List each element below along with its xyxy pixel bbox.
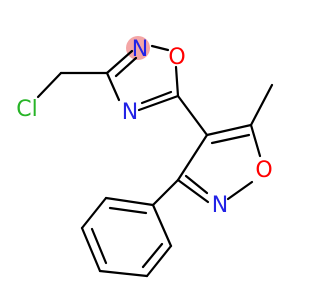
bond-c5-oiso [249, 123, 262, 158]
phenyl-bond-1-inner [108, 206, 148, 215]
bond-c3-c4iso [176, 133, 209, 182]
bond-c4-c5iso-double [210, 133, 251, 145]
phenyl-bond-4 [98, 269, 149, 278]
isoxazole-nitrogen-label: N [212, 193, 228, 218]
phenyl-bond-2 [80, 196, 108, 230]
phenyl-bond-3 [80, 226, 102, 273]
phenyl-bond-3-inner [90, 227, 108, 265]
bond-oiso-niso [226, 180, 254, 201]
oxadiazole-oxygen-label: O [168, 45, 185, 70]
phenyl-bond-6 [151, 203, 173, 248]
bond-n4-c3 [105, 71, 121, 102]
bonds [36, 44, 274, 278]
bond-c3-phenyl [151, 178, 180, 207]
oxadiazole-nitrogen-4-label: N [122, 100, 138, 125]
bond-c5-c4iso [176, 94, 209, 137]
chlorine-atom-label: Cl [16, 97, 37, 122]
bond-c3-n2-double [114, 56, 138, 78]
molecule-structure: Cl N O N O N [16, 36, 274, 278]
bond-methyl [249, 83, 274, 127]
oxadiazole-nitrogen-2-label: N [132, 37, 148, 62]
bond-n2-o1 [150, 44, 170, 52]
bond-niso-c3iso-double [184, 174, 209, 195]
isoxazole-oxygen-label: O [255, 158, 272, 183]
bond-cl-ch2 [36, 71, 63, 99]
bond-c4-c5iso [205, 123, 253, 137]
bond-niso-c3iso [176, 178, 210, 204]
atom-highlight [126, 36, 150, 60]
phenyl-bond-5-inner [141, 242, 164, 269]
bond-c3-n2 [105, 49, 134, 75]
bond-c5-n4-double [140, 90, 173, 105]
bond-c5-n4 [137, 94, 180, 112]
bond-o1-c5 [174, 65, 180, 98]
phenyl-bond-5 [145, 244, 173, 278]
phenyl-bond-1 [104, 196, 155, 207]
